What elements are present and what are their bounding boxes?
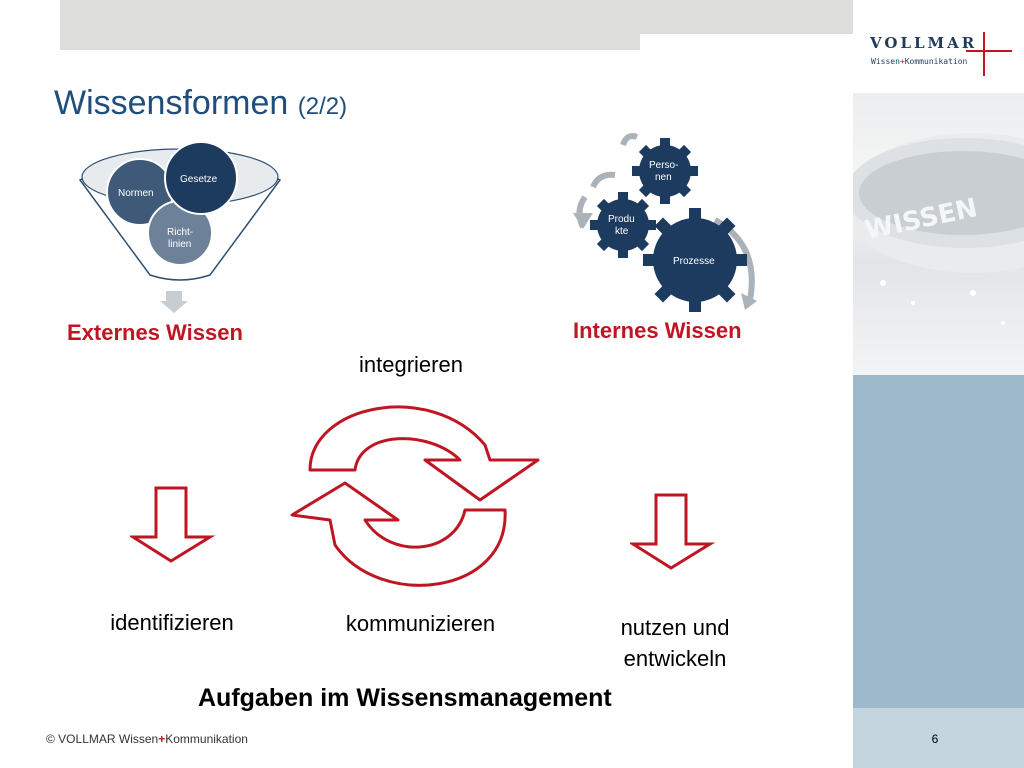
gear-arc-1 <box>620 133 639 147</box>
funnel-diagram: Normen Gesetze Richt- linien <box>78 141 282 313</box>
slide-number: 6 <box>931 732 939 746</box>
logo-subtitle: Wissen+Kommunikation <box>871 57 968 66</box>
spoon-image: WISSEN <box>853 133 1024 325</box>
caption-aufgaben: Aufgaben im Wissensmanagement <box>198 684 612 712</box>
funnel-down-arrow-icon <box>160 291 188 313</box>
circle-richtlinien-label-2: linien <box>168 239 191 250</box>
gear-produkte <box>590 192 656 258</box>
gears-diagram: Perso- nen Produ kte Prozesse <box>573 133 757 312</box>
cycle-arrow-top-icon <box>308 405 540 502</box>
circle-gesetze-label: Gesetze <box>180 174 218 185</box>
logo-cross-icon <box>966 32 1012 76</box>
left-down-arrow-icon <box>130 486 216 563</box>
page-title: Wissensformen (2/2) <box>54 84 348 122</box>
top-decor-bar-lower <box>60 34 640 50</box>
side-blue-panel-bottom <box>853 708 1024 768</box>
gear-produkte-label-2: kte <box>615 226 629 237</box>
gear-prozesse-label: Prozesse <box>673 256 715 267</box>
internes-wissen-label: Internes Wissen <box>573 318 742 343</box>
externes-wissen-label: Externes Wissen <box>67 320 243 345</box>
gear-personen <box>632 138 698 204</box>
identifizieren-label: identifizieren <box>110 610 234 635</box>
kommunizieren-label: kommunizieren <box>345 611 496 636</box>
gear-produkte-label-1: Produ <box>608 214 635 225</box>
circle-normen-label: Normen <box>118 188 154 199</box>
gear-personen-label-2: nen <box>655 172 672 183</box>
side-photo-spoon: WISSEN <box>853 93 1024 375</box>
cycle-arrows-diagram <box>290 405 540 587</box>
integrieren-label: integrieren <box>359 352 463 377</box>
gear-arc-2 <box>590 171 616 189</box>
vollmar-logo: VOLLMAR Wissen+Kommunikation <box>866 32 1016 78</box>
circle-richtlinien-label-1: Richt- <box>167 227 193 238</box>
top-decor-bar <box>60 0 853 34</box>
footer-copyright: © VOLLMAR Wissen+Kommunikation <box>46 732 248 746</box>
gear-prozesse <box>643 208 747 312</box>
side-blue-panel <box>853 375 1024 708</box>
circle-gesetze <box>164 141 238 215</box>
gear-personen-label-1: Perso- <box>649 160 678 171</box>
nutzen-entwickeln-label: nutzen und entwickeln <box>620 615 730 671</box>
logo-name: VOLLMAR <box>870 34 978 52</box>
cycle-arrow-bottom-icon <box>290 481 507 587</box>
right-down-arrow-icon <box>630 493 716 570</box>
